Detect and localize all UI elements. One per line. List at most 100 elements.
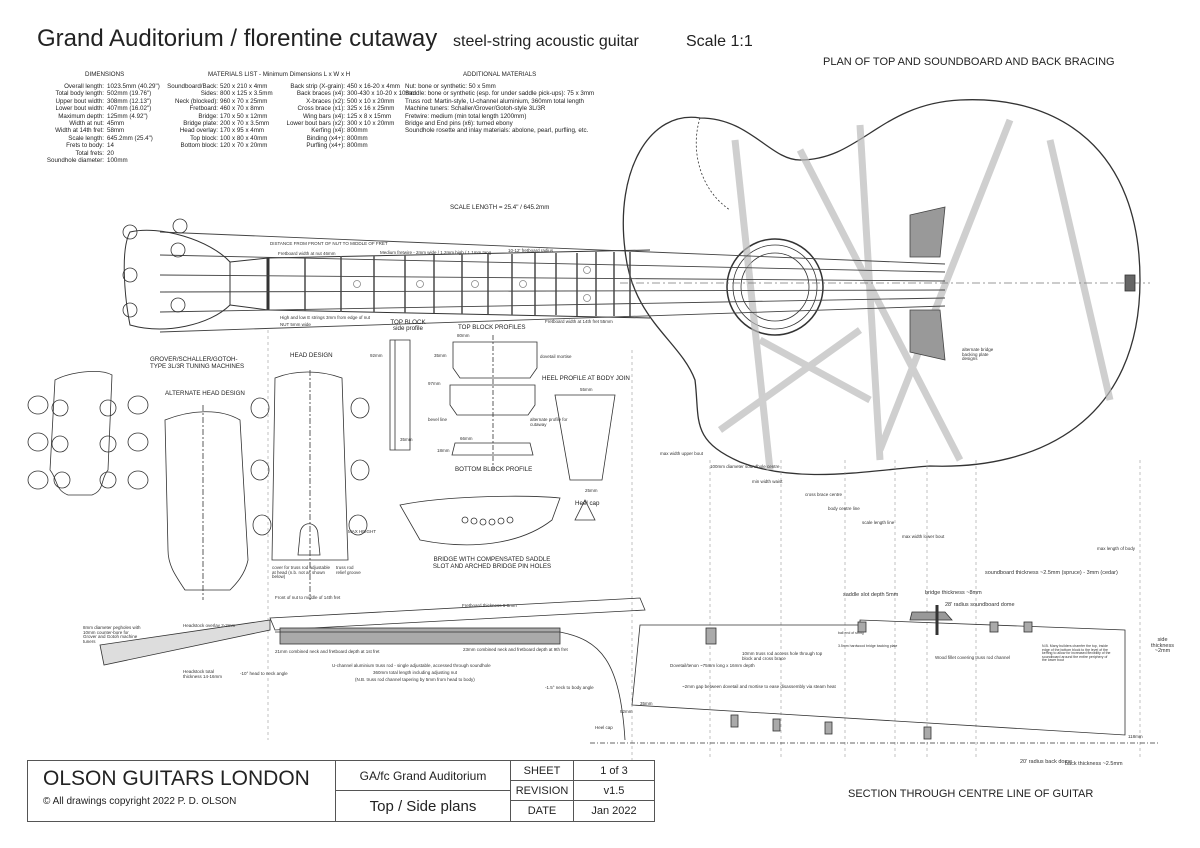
revision-value-cell: v1.5 xyxy=(573,780,655,801)
sheet-value-cell: 1 of 3 xyxy=(573,760,655,781)
dim-label: Width at 14th fret: xyxy=(55,127,104,135)
mat-label: Fretboard: xyxy=(189,105,218,113)
dim-label: Upper bout width: xyxy=(55,97,105,105)
mat-value: 125 x 8 x 15mm xyxy=(347,112,392,120)
dim-value: 20 xyxy=(107,149,114,157)
mat-value: 800 x 125 x 3.5mm xyxy=(220,90,273,98)
copyright: © All drawings copyright 2022 P. D. OLSO… xyxy=(43,796,237,807)
label-dim-35a: 35mm xyxy=(434,353,447,358)
label-max-width-lower: max width lower bout xyxy=(902,534,945,539)
dim-label: Width at nut: xyxy=(69,120,104,128)
label-bridge-title: BRIDGE WITH COMPENSATED SADDLE SLOT AND … xyxy=(432,556,552,570)
dim-label: Total frets: xyxy=(75,149,104,157)
dim-label: Soundhole diameter: xyxy=(46,157,104,165)
drawing-subtitle: steel-string acoustic guitar xyxy=(453,33,639,50)
label-fretwire: Medium fretwire - 2mm wide / 1.2mm high … xyxy=(380,250,492,255)
label-dim-35b: 35mm xyxy=(400,437,413,442)
dim-label: Lower bout width: xyxy=(55,105,105,113)
label-truss-cover: cover for truss rod adjustable at head (… xyxy=(272,565,331,579)
date-label-cell: DATE xyxy=(510,800,574,822)
dimension-lines xyxy=(267,330,1141,760)
label-ball-end: ball end of string xyxy=(838,631,864,635)
section-view xyxy=(99,597,1160,744)
mat-label: Wing bars (x4): xyxy=(303,112,345,120)
mat-value: 800mm xyxy=(347,134,368,142)
label-depth-9th: 23mm combined neck and fretboard depth a… xyxy=(463,647,568,652)
label-depth-1st: 21mm combined neck and fretboard depth a… xyxy=(275,649,380,654)
mat-label: Lower bout bars (x2): xyxy=(286,120,345,128)
label-truss-relief: truss rod relief groove xyxy=(336,565,361,575)
label-head-angle: -10° head to neck angle xyxy=(240,671,288,676)
label-dim-92b: 92mm xyxy=(620,709,633,714)
label-bridge-thickness: bridge thickness ~8mm xyxy=(925,590,982,596)
label-alt-bridge: alternate bridge backing plate designs xyxy=(962,347,994,361)
section-title: SECTION THROUGH CENTRE LINE OF GUITAR xyxy=(848,788,1094,800)
date-value-cell: Jan 2022 xyxy=(573,800,655,822)
dim-value: 58mm xyxy=(107,127,125,135)
mat-label: Sides: xyxy=(200,90,218,98)
mat-value: 520 x 210 x 4mm xyxy=(220,83,268,90)
label-fretboard-radius: 10-12' fretboard radius xyxy=(508,248,554,253)
label-scale-length: SCALE LENGTH = 25.4" / 645.2mm xyxy=(450,204,550,211)
label-tuning-machines: GROVER/SCHALLER/GOTOH-TYPE 3L/3R TUNING … xyxy=(150,356,245,370)
mat-value: 100 x 80 x 40mm xyxy=(220,134,268,142)
drawing-scale: Scale 1:1 xyxy=(686,33,753,50)
body-plan-outline xyxy=(620,99,1150,476)
dim-label: Overall length: xyxy=(64,83,104,90)
dim-value: 1023.5mm (40.29") xyxy=(107,83,160,90)
label-truss-taper: (N.B. truss rod channel tapering by 5mm … xyxy=(355,677,475,682)
mat-value: 500 x 10 x 20mm xyxy=(347,97,395,105)
dim-value: 407mm (16.02") xyxy=(107,105,152,113)
mat-label: Bridge plate: xyxy=(183,120,218,128)
dim-value: 308mm (12.13") xyxy=(107,97,152,105)
label-back-thickness: back thickness ~2.5mm xyxy=(1065,761,1123,767)
mat-label: Cross brace (x1): xyxy=(297,105,345,113)
label-dovetail: Dovetail/tenon ~75mm long x 16mm depth xyxy=(670,663,755,668)
label-dim-35c: 35mm xyxy=(640,701,653,706)
label-dim-66: 66mm xyxy=(460,436,473,441)
label-top-block-side: TOP BLOCK side profile xyxy=(390,319,426,333)
dim-label: Frets to body: xyxy=(66,142,104,150)
dim-label: Maximum depth: xyxy=(58,112,104,120)
materials-col2-labels: Back strip (X-grain):Back braces (x4):X-… xyxy=(270,83,345,150)
label-dim-18: 18mm xyxy=(437,448,450,453)
label-side-thickness: side thickness ~2mm xyxy=(1151,637,1174,654)
dim-value: 14 xyxy=(107,142,114,150)
label-access-hole: 10mm truss rod access hole through top b… xyxy=(742,651,823,661)
label-bottom-block: BOTTOM BLOCK PROFILE xyxy=(455,466,533,473)
mat-label: Top block: xyxy=(190,134,218,142)
additional-heading: ADDITIONAL MATERIALS xyxy=(463,71,537,78)
sheet-label-cell: SHEET xyxy=(510,760,574,781)
dim-value: 100mm xyxy=(107,157,128,165)
label-headstock-total: Headstock total thickness 14-16mm xyxy=(183,669,223,679)
materials-col1-labels: Soundboard/Back:Sides:Neck (blocked):Fre… xyxy=(150,83,218,150)
revision-value: v1.5 xyxy=(603,784,625,797)
mat-label: Neck (blocked): xyxy=(175,97,218,105)
dimensions-labels: Overall length:Total body length:Upper b… xyxy=(0,83,104,164)
mat-label: X-braces (x2): xyxy=(306,97,345,105)
label-gap: ~2mm gap between dovetail and mortise to… xyxy=(682,684,836,689)
model-name: GA/fc Grand Auditorium xyxy=(359,768,487,783)
additional-item: Machine tuners: Schaller/Grover/Gotoh-st… xyxy=(405,105,546,113)
label-soundhole-centre: 100mm diameter soundhole centre xyxy=(710,464,780,469)
dim-value: 45mm xyxy=(107,120,125,128)
dim-value: 125mm (4.92") xyxy=(107,112,148,120)
label-chamfer-note: N.B. Many builders chamfer the top, insi… xyxy=(1042,644,1111,662)
dim-label: Scale length: xyxy=(68,134,104,142)
sheet-label: SHEET xyxy=(523,764,561,777)
label-dovetail-mortise: dovetail mortise xyxy=(540,354,572,359)
mat-value: 120 x 70 x 20mm xyxy=(220,142,268,150)
mat-label: Bottom block: xyxy=(180,142,219,150)
dim-label: Total body length: xyxy=(55,90,104,98)
mat-value: 300 x 10 x 20mm xyxy=(347,120,395,128)
head-designs xyxy=(27,370,370,600)
mat-label: Kerfing (x4): xyxy=(311,127,345,135)
plan-title: PLAN OF TOP AND SOUNDBOARD AND BACK BRAC… xyxy=(823,56,1115,68)
company-name: OLSON GUITARS LONDON xyxy=(43,767,310,790)
label-nut-width: NUT 5mm wide xyxy=(280,322,311,327)
mat-label: Binding (x4+): xyxy=(306,134,345,142)
mat-value: 300-430 x 10-20 x 10mm xyxy=(347,90,416,98)
